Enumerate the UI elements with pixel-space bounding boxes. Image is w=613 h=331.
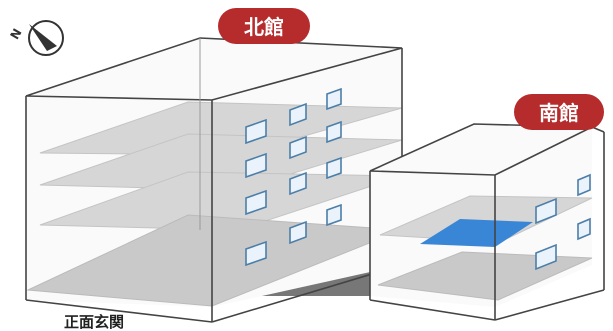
south-building [369, 123, 605, 321]
north-building-label: 北館 [244, 15, 284, 39]
highlighted-room [420, 219, 533, 247]
north-arrow-icon: N [7, 20, 64, 56]
entrance-label: 正面玄関 [64, 313, 124, 331]
north-building [25, 37, 403, 323]
south-windows [535, 173, 591, 271]
north-windows [245, 87, 342, 267]
compass-north-label: N [7, 26, 24, 42]
south-building-badge: 南館 [514, 94, 604, 130]
south-building-label: 南館 [539, 101, 579, 125]
north-building-badge: 北館 [218, 8, 310, 44]
